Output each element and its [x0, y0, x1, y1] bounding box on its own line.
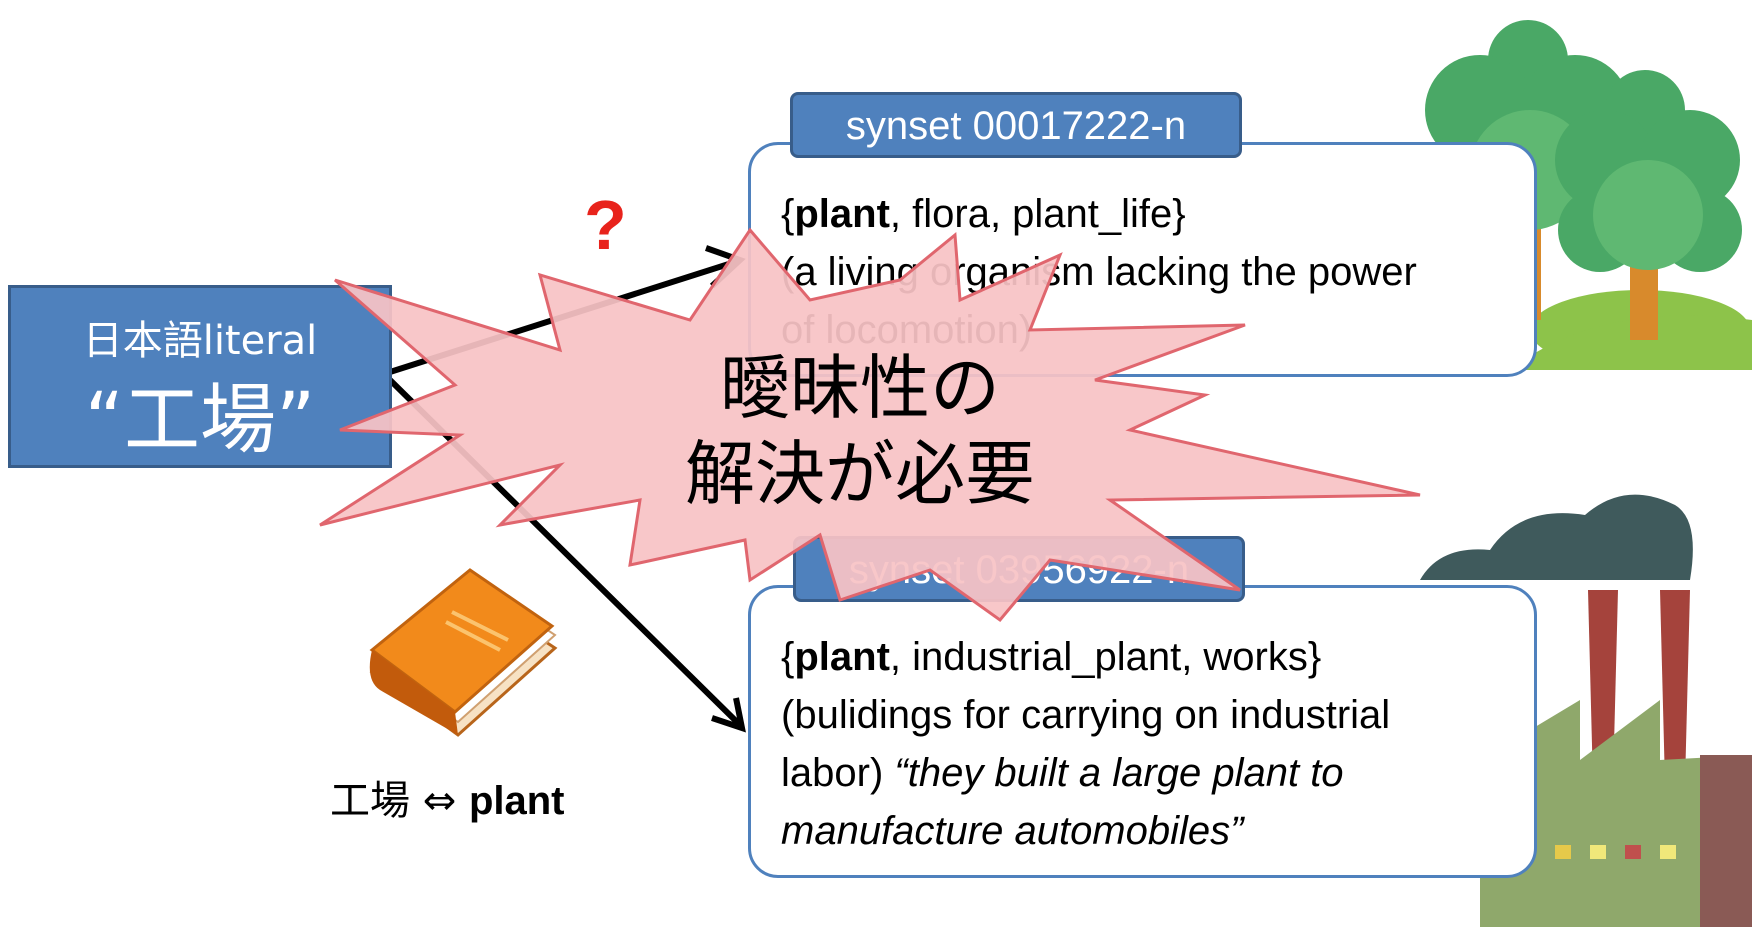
synset-id-tab: synset 00017222-n	[790, 92, 1242, 158]
dictionary-entry: 工場 ⇔ plant	[330, 778, 565, 824]
callout-line: 曖昧性の	[720, 347, 1000, 429]
arrow-to-synset-bottom	[387, 377, 743, 728]
equivalence-arrow: ⇔	[422, 778, 457, 824]
arrowhead-bottom	[711, 697, 746, 733]
source-literal-box: 日本語literal “工場”	[8, 285, 392, 468]
factory-icon	[1420, 494, 1752, 927]
synset-lemmas: {plant, flora, plant_life}	[781, 192, 1186, 236]
synset-gloss-line: (bulidings for carrying on industrial	[781, 693, 1391, 737]
synset-lemmas: {plant, industrial_plant, works}	[781, 635, 1322, 679]
question-mark: ?	[584, 186, 627, 264]
synset-gloss-line: labor) “they built a large plant to	[781, 751, 1344, 795]
ambiguity-callout-text: 曖昧性の 解決が必要	[640, 345, 1080, 517]
synset-example: “they built a large plant to	[894, 751, 1344, 795]
synset-example-line: manufacture automobiles”	[781, 809, 1244, 853]
source-word: “工場”	[84, 375, 316, 464]
callout-line: 解決が必要	[685, 433, 1035, 515]
source-label: 日本語literal	[82, 318, 318, 364]
